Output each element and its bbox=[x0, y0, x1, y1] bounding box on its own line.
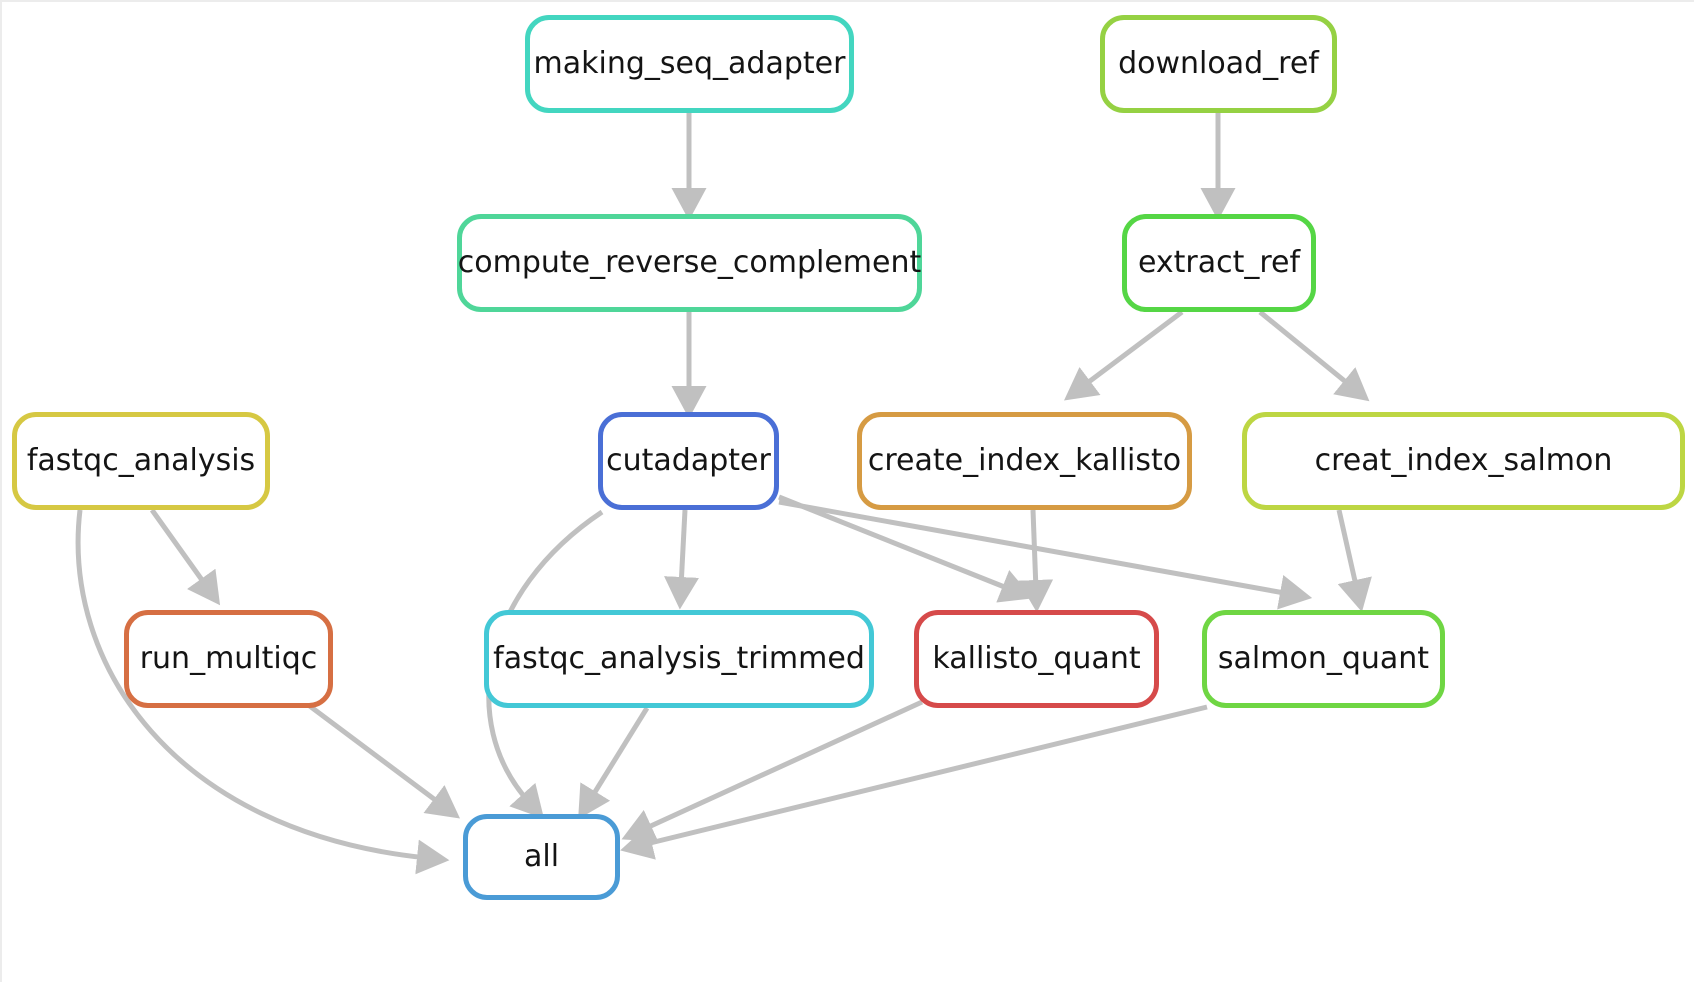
dag-node-label: making_seq_adapter bbox=[533, 46, 846, 81]
dag-node-label: all bbox=[523, 839, 560, 874]
dag-node-label: fastqc_analysis bbox=[26, 443, 256, 478]
dag-edge-creat_index_salmon->salmon_quant bbox=[1336, 509, 1372, 612]
dag-edge-cutadapter->salmon_quant bbox=[778, 499, 1313, 610]
dag-node-download_ref[interactable]: download_ref bbox=[1100, 15, 1337, 113]
dag-node-label: fastqc_analysis_trimmed bbox=[493, 641, 865, 676]
dag-edge-run_multiqc->all bbox=[305, 701, 461, 819]
dag-node-making_seq_adapter[interactable]: making_seq_adapter bbox=[525, 15, 854, 113]
dag-node-salmon_quant[interactable]: salmon_quant bbox=[1202, 610, 1445, 708]
dag-node-fastqc_analysis_trimmed[interactable]: fastqc_analysis_trimmed bbox=[484, 610, 874, 708]
dag-edge-create_index_kallisto->kallisto_quant bbox=[1018, 509, 1054, 613]
dag-edge-extract_ref->create_index_kallisto bbox=[1064, 310, 1184, 401]
dag-node-fastqc_analysis[interactable]: fastqc_analysis bbox=[12, 412, 270, 510]
dag-node-label: compute_reverse_complement bbox=[457, 245, 922, 280]
dag-edge-cutadapter->fastqc_analysis_trimmed bbox=[664, 509, 699, 610]
dag-edge-cutadapter->kallisto_quant bbox=[778, 494, 1033, 603]
dag-edge-extract_ref->creat_index_salmon bbox=[1258, 310, 1370, 402]
dag-edge-salmon_quant->all bbox=[620, 704, 1208, 860]
dag-edge-kallisto_quant->all bbox=[621, 699, 924, 842]
dag-node-label: salmon_quant bbox=[1217, 641, 1430, 676]
dag-edge-fastqc_analysis_trimmed->all bbox=[578, 706, 650, 820]
dag-node-kallisto_quant[interactable]: kallisto_quant bbox=[914, 610, 1159, 708]
dag-node-create_index_kallisto[interactable]: create_index_kallisto bbox=[857, 412, 1192, 510]
dag-node-label: download_ref bbox=[1118, 46, 1319, 81]
dag-node-label: run_multiqc bbox=[139, 641, 318, 676]
dag-node-label: creat_index_salmon bbox=[1314, 443, 1613, 478]
dag-node-label: cutadapter bbox=[606, 443, 771, 478]
dag-node-run_multiqc[interactable]: run_multiqc bbox=[124, 610, 333, 708]
dag-node-extract_ref[interactable]: extract_ref bbox=[1122, 214, 1316, 312]
dag-node-all[interactable]: all bbox=[463, 814, 620, 900]
dag-node-creat_index_salmon[interactable]: creat_index_salmon bbox=[1242, 412, 1685, 510]
dag-node-label: kallisto_quant bbox=[932, 641, 1141, 676]
dag-node-cutadapter[interactable]: cutadapter bbox=[598, 412, 779, 510]
dag-node-label: extract_ref bbox=[1137, 245, 1301, 280]
dag-node-label: create_index_kallisto bbox=[867, 443, 1182, 478]
dag-edge-fastqc_analysis->run_multiqc bbox=[149, 508, 221, 606]
dag-node-compute_reverse_complement[interactable]: compute_reverse_complement bbox=[457, 214, 922, 312]
